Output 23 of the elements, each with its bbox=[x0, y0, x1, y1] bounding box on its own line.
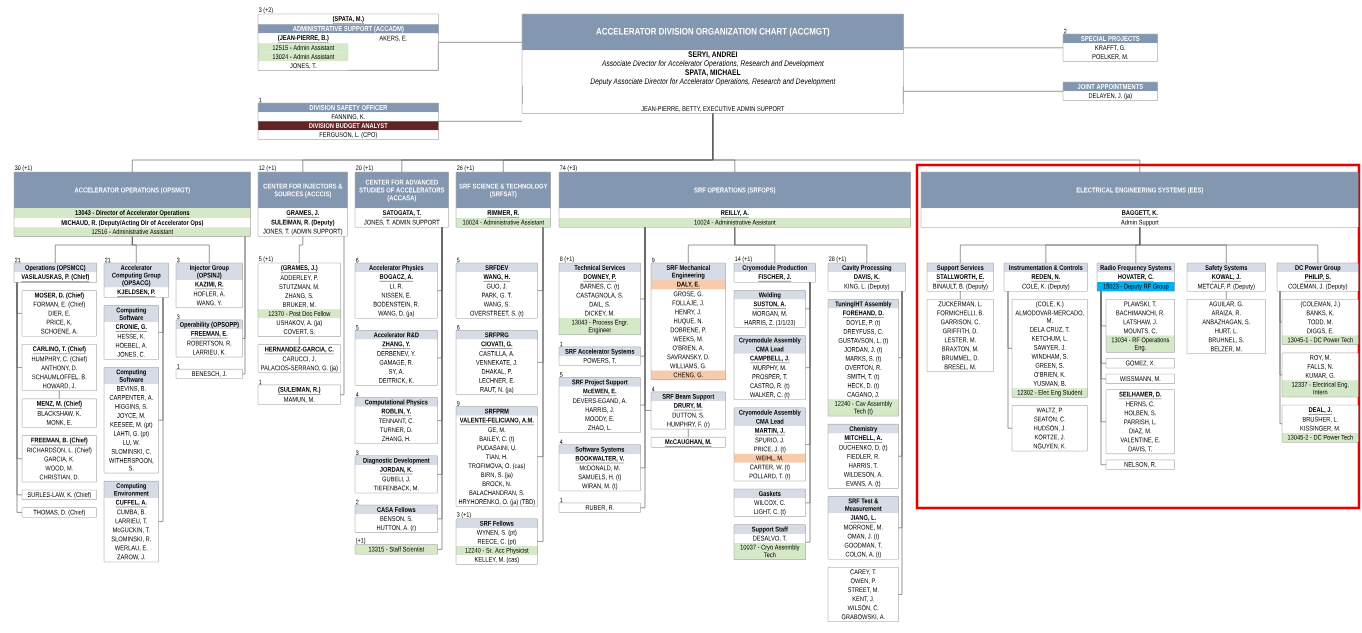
connector-line bbox=[438, 42, 523, 43]
connector-line bbox=[340, 235, 345, 395]
connector-line bbox=[537, 226, 544, 542]
connector-line bbox=[299, 336, 300, 345]
connector-line bbox=[1139, 226, 1319, 264]
connector-line bbox=[438, 121, 523, 122]
connector-line bbox=[903, 47, 1064, 49]
connector-line bbox=[1007, 290, 1013, 429]
connector-line bbox=[903, 91, 1064, 92]
connector-line bbox=[688, 428, 689, 438]
connector-line bbox=[299, 235, 304, 264]
connector-line bbox=[242, 236, 246, 375]
connector-line bbox=[898, 290, 903, 595]
connector-line bbox=[712, 113, 1141, 173]
connector-line bbox=[1279, 290, 1283, 424]
connector-line bbox=[1100, 290, 1107, 465]
connector-line bbox=[132, 236, 210, 264]
connector-line bbox=[644, 226, 652, 411]
connector-line bbox=[1226, 290, 1227, 300]
connector-line bbox=[59, 390, 60, 400]
connector-line bbox=[158, 297, 164, 522]
connector-line bbox=[734, 226, 868, 264]
connector-line bbox=[960, 290, 961, 300]
